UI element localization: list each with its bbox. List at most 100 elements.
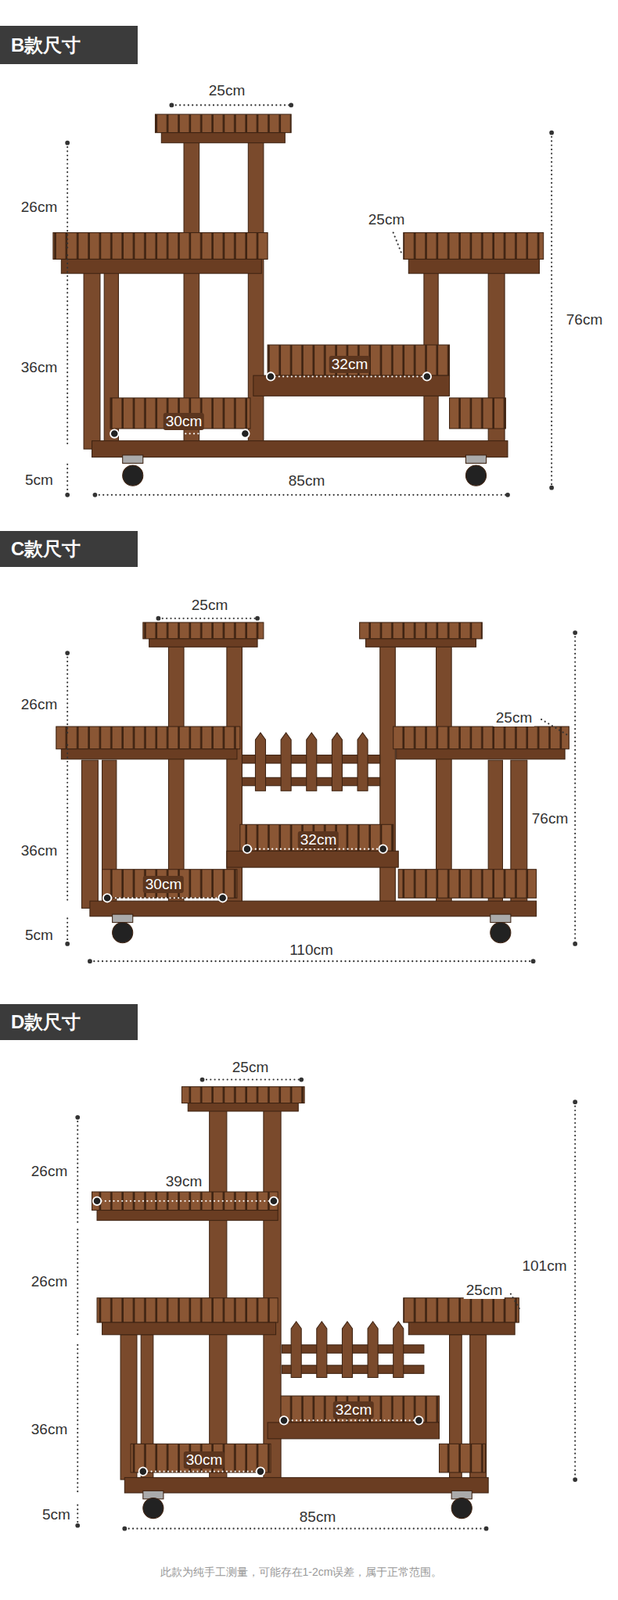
shelf-width-ends-part [139,1467,148,1476]
dimension-lines [67,104,575,1529]
stand-c-part [398,869,536,899]
stand-b-part [161,132,285,144]
stand-b-part [122,455,144,464]
shelf-width-ends-part [240,429,249,438]
stand-c-part [490,923,511,944]
dimension-ends-part [531,959,536,964]
caption-note: 此款为纯手工测量，可能存在1-2cm误差，属于正常范围。 [160,1566,443,1581]
dimension-ends-part [298,1077,304,1083]
dimension-label: 26cm [28,1273,70,1291]
section-header: B款尺寸 [0,25,138,65]
dimension-label: 30cm [183,1451,225,1470]
stand-c-part [112,914,133,923]
shelf-width-ends-part [110,429,119,438]
stand-c-part [357,732,368,791]
stand-b-part [83,267,101,450]
dimension-lines-part [171,104,292,106]
dimension-label: 110cm [287,941,336,960]
shelf-width-lines-part [107,897,223,899]
stand-b-part [253,375,450,396]
stand-c-part [143,622,264,640]
stand-c-part [89,901,537,917]
dimension-ends-part [156,616,162,622]
shelf-width-ends-part [218,894,227,902]
stand-c-part [226,851,399,868]
shelf-width-ends-part [378,844,387,853]
dimension-label: 76cm [564,311,605,329]
dimension-lines-part [550,132,553,489]
stand-b-part [53,233,268,260]
dimension-ends-part [87,959,93,964]
dimension-label: 32cm [298,831,339,849]
stand-d-part [130,1444,271,1474]
stand-b-part [403,233,544,260]
stand-b-part [154,114,292,133]
section-header: D款尺寸 [0,1004,138,1041]
shelf-width-ends-part [256,1467,265,1476]
dimension-lines-part [124,1528,486,1531]
stand-c-part [149,639,258,647]
shelf-width-ends-part [243,844,252,853]
stand-c-part [56,726,241,750]
dimension-label: 39cm [163,1173,205,1191]
stand-c-part [112,923,133,944]
stand-d-part [209,1097,227,1481]
shelf-width-lines-part [143,1471,261,1474]
dimension-lines-part [202,1078,302,1081]
stand-d-part [97,1210,278,1222]
stand-d-part [451,1498,472,1520]
dimension-label: 26cm [28,1163,70,1181]
stand-b-part [92,441,508,458]
stand-c-part [306,732,317,791]
dimension-ends-part [549,485,554,491]
dimension-label: 5cm [22,471,56,489]
stand-c-part [490,914,511,923]
shelf-width-lines-part [283,1419,419,1422]
dimension-ends-part [288,103,294,108]
dimension-label: 25cm [463,1282,505,1300]
dimension-label: 25cm [206,82,248,100]
dimension-label: 25cm [366,211,407,229]
dimension-lines-part [393,233,402,254]
shelf-width-ends-part [103,894,112,902]
stand-b-part [122,465,144,486]
shelf-width-lines-part [97,1200,274,1203]
dimension-ends-part [75,1115,80,1121]
stand-d-part [367,1322,378,1379]
stand-b-part [247,127,264,445]
stand-b-part [449,398,507,429]
dimension-label: 76cm [529,810,571,828]
dimension-ends-part [572,630,578,636]
stand-b-part [408,258,539,274]
stand-d-part [393,1322,404,1379]
dimension-label: 36cm [28,1421,70,1439]
dimension-lines-part [158,618,258,620]
stand-d-part [408,1322,515,1336]
stand-d-part [181,1087,305,1104]
dimension-label: 25cm [189,596,230,615]
stand-b [53,114,544,486]
stand-d-part [438,1444,486,1474]
dimension-label: 30cm [163,413,205,431]
dimension-ends-part [572,1099,578,1105]
dimension-ends-part [572,1477,578,1483]
dimension-label: 32cm [329,355,371,374]
section-title: D款尺寸 [10,1009,81,1035]
stand-c-part [393,726,570,750]
shelf-width-lines-part [114,433,245,435]
section-title: C款尺寸 [10,536,81,562]
dimension-lines-part [76,1117,79,1226]
dimension-ends-part [93,492,98,498]
section-header: C款尺寸 [0,531,138,568]
dimension-lines-part [94,494,508,496]
stand-d-part [143,1498,164,1520]
dimension-ends-part [505,492,511,498]
dimension-lines-part [66,143,69,251]
stand-c-part [396,749,565,760]
dimension-lines-part [541,719,568,736]
dimension-label: 5cm [39,1506,73,1524]
dimension-ends [64,103,578,1532]
shelf-width-lines-part [270,375,428,378]
stand-b-part [61,258,262,274]
